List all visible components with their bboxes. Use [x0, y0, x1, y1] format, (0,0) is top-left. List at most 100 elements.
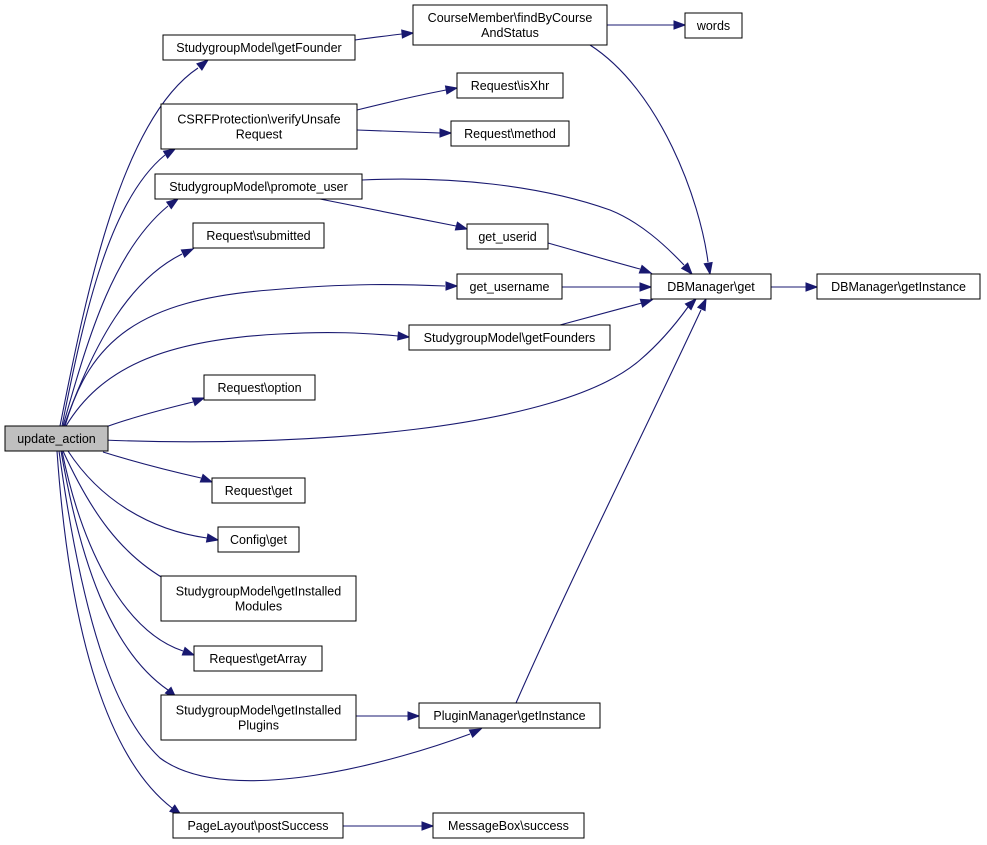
- edge-line: [67, 450, 208, 539]
- arrowhead-icon: [205, 533, 220, 543]
- arrowhead-icon: [196, 59, 210, 71]
- arrowhead-icon: [397, 331, 411, 341]
- edge-sg_getFounder-to-cm_findByCourseAndStatus: [354, 29, 415, 41]
- edge-update_action-to-csrf_verify: [61, 148, 177, 427]
- edge-update_action-to-req_get: [102, 451, 214, 483]
- arrowhead-icon: [439, 128, 453, 138]
- node-box: [160, 575, 357, 622]
- edge-update_action-to-req_getArray: [61, 450, 196, 656]
- arrowhead-icon: [639, 298, 654, 308]
- edge-update_action-to-sg_getFounder: [59, 59, 210, 427]
- arrowhead-icon: [191, 397, 206, 407]
- edge-update_action-to-sg_getInstalledPlugins: [60, 450, 178, 700]
- node-req-method[interactable]: Request\method: [450, 120, 570, 147]
- edge-update_action-to-sg_promote_user: [62, 198, 180, 427]
- arrowhead-icon: [468, 728, 483, 739]
- node-words[interactable]: words: [684, 12, 743, 39]
- node-req-getArray[interactable]: Request\getArray: [193, 645, 323, 672]
- node-sg-getFounders[interactable]: StudygroupModel\getFounders: [408, 324, 611, 351]
- node-label: Request\isXhr: [471, 79, 550, 93]
- node-req-submitted[interactable]: Request\submitted: [192, 222, 325, 249]
- edge-sg_promote_user-to-db_get: [361, 178, 693, 276]
- node-box: [418, 702, 601, 729]
- edge-line: [356, 129, 441, 134]
- node-box: [4, 425, 109, 452]
- arrowhead-icon: [696, 297, 707, 312]
- node-label: Modules: [235, 600, 282, 614]
- node-box: [432, 812, 585, 839]
- node-label: Request\option: [217, 381, 301, 395]
- node-db-get[interactable]: DBManager\get: [650, 273, 772, 300]
- node-label: Request\get: [225, 484, 293, 498]
- edge-update_action-to-pm_getInstance: [58, 450, 483, 782]
- arrowhead-icon: [805, 282, 819, 292]
- edge-update_action-to-get_username: [64, 281, 459, 427]
- node-pm-getInstance[interactable]: PluginManager\getInstance: [418, 702, 601, 729]
- edge-line: [515, 309, 702, 704]
- node-box: [192, 222, 325, 249]
- node-box: [684, 12, 743, 39]
- node-box: [466, 223, 549, 250]
- node-sg-getFounder[interactable]: StudygroupModel\getFounder: [162, 34, 356, 61]
- node-label: CSRFProtection\verifyUnsafe: [177, 113, 340, 127]
- edge-get_username-to-db_get: [562, 282, 653, 292]
- edge-line: [361, 178, 685, 266]
- arrowhead-icon: [162, 148, 177, 159]
- node-sg-promote-user[interactable]: StudygroupModel\promote_user: [154, 173, 363, 200]
- node-box: [203, 374, 316, 401]
- node-mb-success[interactable]: MessageBox\success: [432, 812, 585, 839]
- edge-line: [56, 450, 173, 809]
- arrowhead-icon: [638, 264, 653, 274]
- arrowhead-icon: [407, 711, 421, 721]
- edge-cm_findByCourseAndStatus-to-words: [607, 20, 687, 30]
- arrowhead-icon: [680, 262, 693, 276]
- node-label: StudygroupModel\getFounders: [424, 331, 596, 345]
- edge-line: [102, 451, 202, 479]
- edge-db_get-to-db_getInstance: [771, 282, 819, 292]
- node-label: StudygroupModel\getInstalled: [176, 704, 341, 718]
- arrowhead-icon: [454, 221, 469, 231]
- node-box: [217, 526, 300, 553]
- edge-update_action-to-config_get: [67, 450, 220, 543]
- arrowhead-icon: [639, 282, 653, 292]
- edge-line: [59, 67, 199, 427]
- node-box: [412, 4, 608, 46]
- edge-cm_findByCourseAndStatus-to-db_get: [589, 44, 713, 276]
- node-pl-postSuccess[interactable]: PageLayout\postSuccess: [172, 812, 344, 839]
- arrowhead-icon: [199, 473, 214, 483]
- node-req-get[interactable]: Request\get: [211, 477, 306, 504]
- edge-sg_getInstalledPlugins-to-pm_getInstance: [356, 711, 421, 721]
- node-get-username[interactable]: get_username: [456, 273, 563, 300]
- node-get-userid[interactable]: get_userid: [466, 223, 549, 250]
- node-label: StudygroupModel\getInstalled: [176, 585, 341, 599]
- node-label: Request\submitted: [206, 229, 310, 243]
- node-box: [211, 477, 306, 504]
- edge-update_action-to-req_submitted: [63, 248, 195, 427]
- node-label: Request: [236, 128, 283, 142]
- edge-line: [61, 450, 184, 652]
- node-req-option[interactable]: Request\option: [203, 374, 316, 401]
- node-label: Config\get: [230, 533, 288, 547]
- node-label: StudygroupModel\promote_user: [169, 180, 348, 194]
- node-box: [154, 173, 363, 200]
- edge-line: [356, 89, 447, 111]
- node-box: [816, 273, 981, 300]
- nodes-layer: update_actionStudygroupModel\getFounderC…: [4, 4, 981, 839]
- node-label: get_userid: [478, 230, 536, 244]
- node-config-get[interactable]: Config\get: [217, 526, 300, 553]
- edge-pm_getInstance-to-db_get: [515, 297, 707, 704]
- edge-line: [354, 33, 403, 41]
- node-update-action[interactable]: update_action: [4, 425, 109, 452]
- edges-layer: [56, 20, 819, 831]
- node-db-getInstance[interactable]: DBManager\getInstance: [816, 273, 981, 300]
- edge-sg_getFounders-to-db_get: [559, 298, 654, 326]
- node-box: [193, 645, 323, 672]
- edge-line: [58, 450, 471, 782]
- node-req-isXhr[interactable]: Request\isXhr: [456, 72, 564, 99]
- node-label: CourseMember\findByCourse: [428, 11, 593, 25]
